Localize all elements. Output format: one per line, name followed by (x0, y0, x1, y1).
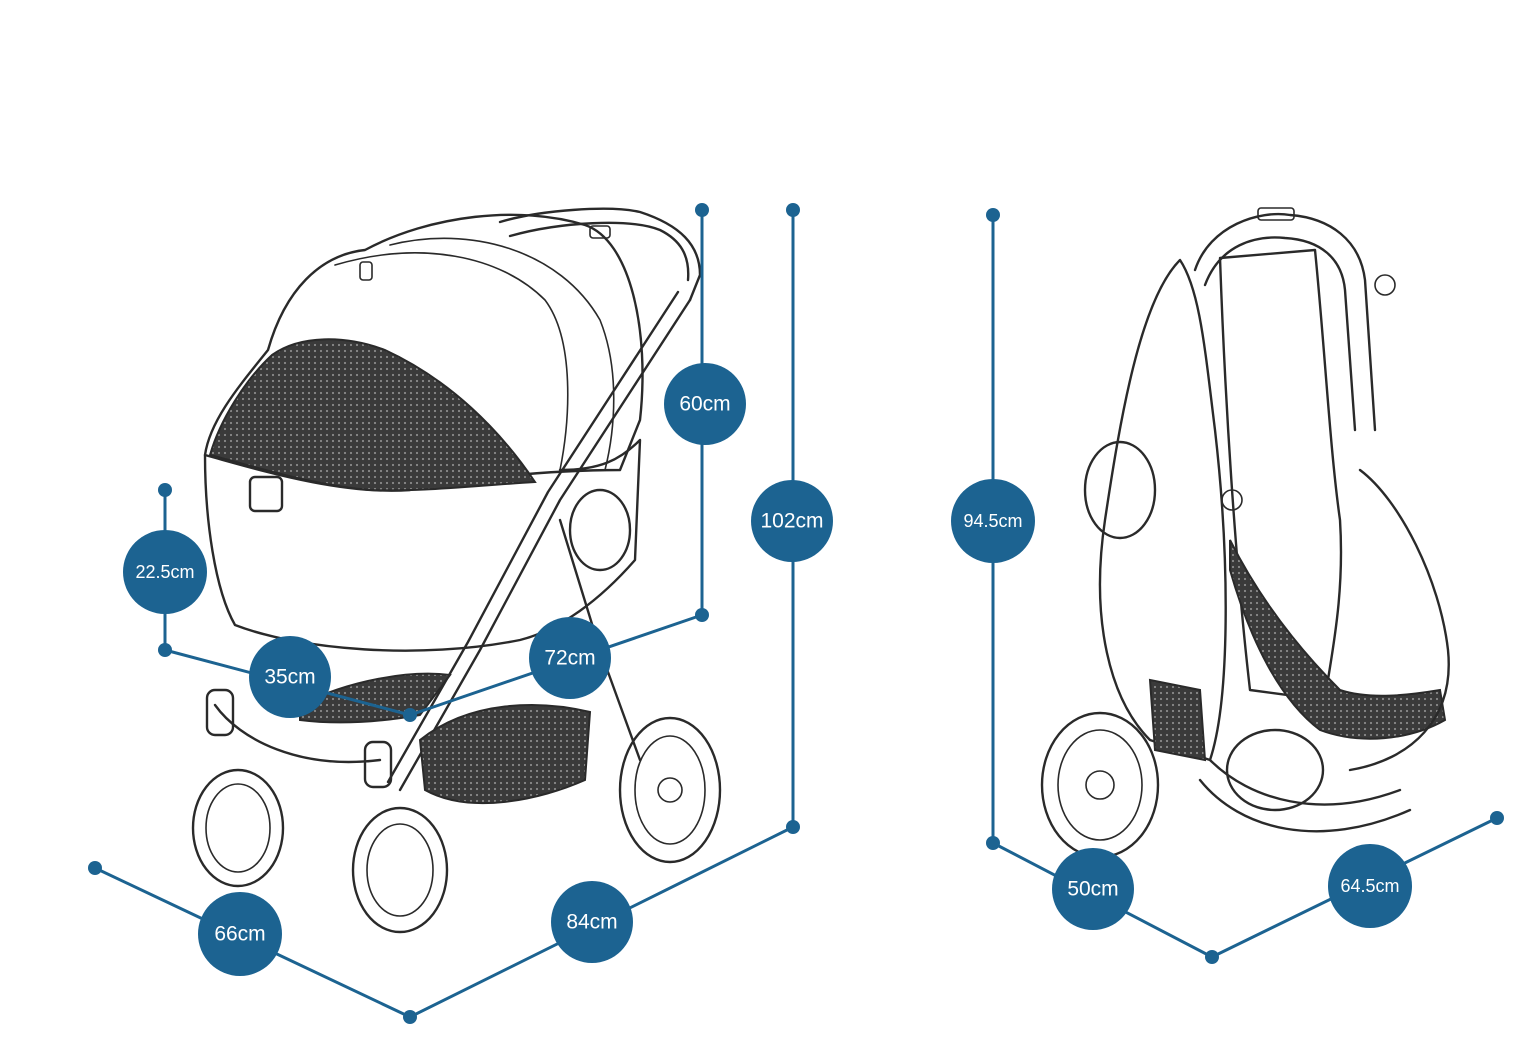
badge-open-basket-length: 72cm (529, 617, 611, 699)
dim-endpoint (986, 836, 1000, 850)
open-frame-tube-2 (386, 290, 680, 784)
open-rear-wheel-hub (657, 777, 683, 803)
dim-endpoint (403, 708, 417, 722)
folded-front-wheel-rim (1057, 729, 1143, 841)
open-under-basket (418, 704, 592, 805)
open-cup-holder (568, 488, 632, 572)
folded-rear-wheel (1225, 728, 1325, 812)
dim-endpoint (403, 1010, 417, 1024)
open-canopy-shell (203, 213, 644, 492)
folded-hinge-icon (1374, 274, 1396, 296)
open-basket-latch (248, 475, 284, 513)
badge-open-width: 66cm (198, 892, 282, 976)
label-open-basket-width: 35cm (264, 666, 315, 689)
open-front-left-wheel-rim (205, 783, 271, 873)
open-canopy-seam (334, 252, 569, 471)
dim-endpoint (786, 820, 800, 834)
folded-cup-holder (1083, 440, 1157, 540)
open-handlebar (498, 207, 702, 302)
badge-folded-height: 94.5cm (951, 479, 1035, 563)
dim-endpoint (986, 208, 1000, 222)
label-open-total-height: 102cm (760, 510, 823, 533)
folded-handle-button (1257, 207, 1295, 221)
open-stroller-illustration (191, 207, 722, 934)
folded-front-wheel (1040, 711, 1160, 859)
badge-open-length: 84cm (551, 881, 633, 963)
dimension-badges: 60cm 102cm 22.5cm 35cm 72cm 66cm 84cm 9 (123, 363, 1412, 976)
folded-stroller-illustration (1040, 207, 1450, 859)
open-canopy-zipper (359, 261, 373, 281)
dimension-lines (88, 203, 1504, 1024)
open-frame-tube (398, 298, 692, 792)
dim-endpoint (695, 203, 709, 217)
open-front-right-fork (363, 740, 393, 789)
label-folded-height: 94.5cm (963, 511, 1022, 531)
folded-frame-base (1198, 778, 1412, 833)
badge-open-total-height: 102cm (751, 480, 833, 562)
label-open-basket-height: 22.5cm (135, 562, 194, 582)
open-front-left-wheel (191, 768, 285, 888)
open-front-bar (213, 703, 382, 764)
open-canopy-mesh-window (208, 338, 537, 492)
open-rear-wheel (618, 716, 722, 864)
folded-frame-rail (1208, 758, 1402, 806)
dim-endpoint (158, 643, 172, 657)
label-open-basket-length: 72cm (544, 647, 595, 670)
open-front-right-wheel-rim (366, 823, 434, 917)
folded-mesh-panel (1229, 539, 1447, 740)
label-folded-width: 50cm (1067, 878, 1118, 901)
label-open-length: 84cm (566, 911, 617, 934)
folded-basket-body (1218, 248, 1343, 702)
open-basket (203, 438, 642, 652)
dim-endpoint (88, 861, 102, 875)
badge-folded-width: 50cm (1052, 848, 1134, 930)
open-front-right-wheel (351, 806, 449, 934)
folded-hinge-icon-2 (1221, 489, 1243, 511)
dim-endpoint (1490, 811, 1504, 825)
badge-open-handle-height: 60cm (664, 363, 746, 445)
badge-open-basket-height: 22.5cm (123, 530, 207, 614)
badge-open-basket-width: 35cm (249, 636, 331, 718)
dim-endpoint (158, 483, 172, 497)
label-folded-length: 64.5cm (1340, 876, 1399, 896)
open-handlebar-inner (508, 221, 690, 282)
dim-endpoint (1205, 950, 1219, 964)
folded-under-basket (1148, 678, 1207, 762)
open-rear-wheel-rim (634, 735, 706, 845)
open-handlebar-button (589, 225, 611, 239)
open-front-left-fork (205, 688, 235, 737)
folded-side-frame (1348, 468, 1450, 772)
folded-handle-frame (1193, 212, 1377, 432)
folded-front-wheel-hub (1085, 770, 1115, 800)
badge-folded-length: 64.5cm (1328, 844, 1412, 928)
label-open-width: 66cm (214, 923, 265, 946)
dim-endpoint (695, 608, 709, 622)
dim-endpoint (786, 203, 800, 217)
label-open-handle-height: 60cm (679, 393, 730, 416)
